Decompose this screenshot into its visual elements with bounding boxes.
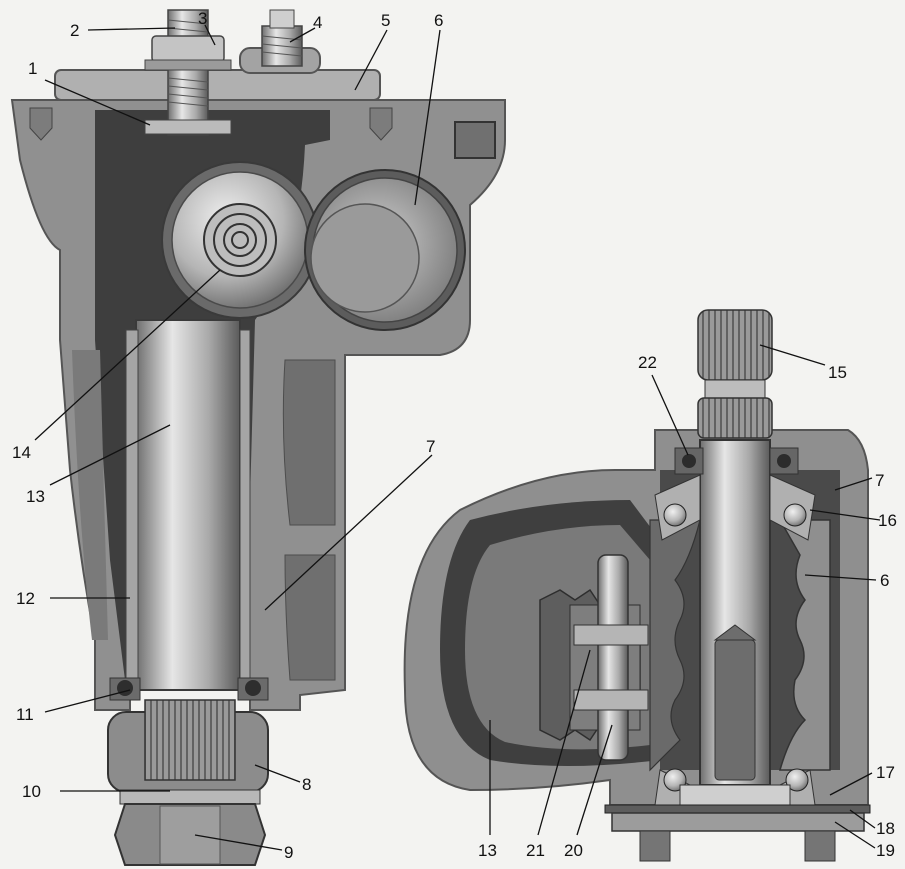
leader-lines: [34, 24, 881, 851]
upper-seal-ring-left: [682, 454, 696, 468]
leader-14: [34, 269, 221, 441]
callout-5: 5: [381, 11, 390, 30]
callout-19: 19: [876, 841, 895, 860]
callout-2: 2: [70, 21, 79, 40]
upper-seal-ring-right: [777, 454, 791, 468]
upper-ball-right: [783, 503, 807, 527]
leader-7b: [834, 477, 873, 491]
upper-seal-left: [674, 447, 704, 475]
callout-17: 17: [876, 763, 895, 782]
leader-8: [254, 764, 301, 783]
leader-6a: [414, 29, 441, 206]
output-splines: [144, 699, 236, 781]
sector-hub-3: [223, 223, 257, 257]
callout-9: 9: [284, 843, 293, 862]
bottom-cover: [611, 812, 865, 832]
callout-13a: 13: [26, 487, 45, 506]
leader-9: [194, 834, 283, 851]
input-shaft-bore: [714, 639, 756, 781]
sector-shaft: [135, 319, 241, 691]
bottom-bolt-right: [804, 830, 836, 862]
input-collar: [704, 379, 766, 399]
bottom-shim: [604, 804, 871, 814]
callout-7b: 7: [875, 471, 884, 490]
input-shaft-bore-tip: [713, 624, 757, 641]
left-wall-shade: [72, 350, 108, 640]
callout-14: 14: [12, 443, 31, 462]
callout-6b: 6: [880, 571, 889, 590]
bottom-bolt-left: [639, 830, 671, 862]
leader-19: [834, 821, 876, 849]
leader-15: [759, 344, 826, 366]
bottom-adjuster: [679, 784, 791, 806]
callout-6a: 6: [434, 11, 443, 30]
callout-22: 22: [638, 353, 657, 372]
side-plug: [454, 121, 496, 159]
leader-6b: [804, 574, 877, 581]
callout-1: 1: [28, 59, 37, 78]
worm-body: [778, 519, 831, 771]
callout-18: 18: [876, 819, 895, 838]
upper-ball-left: [663, 503, 687, 527]
leader-3: [204, 24, 216, 46]
callout-8: 8: [302, 775, 311, 794]
seal-ring-left: [117, 680, 133, 696]
cover-bolt-right: [369, 107, 393, 141]
input-splines-lower: [697, 397, 773, 439]
leader-13a: [49, 424, 171, 486]
leader-11: [44, 689, 131, 713]
shaft-left-bushing: [125, 329, 139, 681]
thrust-washer: [144, 119, 232, 135]
leader-21: [537, 649, 591, 836]
filler-plug-head: [269, 9, 295, 29]
leader-4: [289, 27, 316, 43]
left-pocket-upper: [282, 359, 336, 526]
shaft-right-bushing: [239, 329, 251, 681]
top-cover: [54, 69, 381, 101]
left-pocket-lower: [284, 554, 336, 681]
leader-5: [354, 29, 388, 91]
callout-7a: 7: [426, 437, 435, 456]
sector-hub-2: [213, 213, 267, 267]
lock-washer: [119, 789, 261, 805]
right-section-view: [403, 309, 871, 862]
seal-ring-right: [245, 680, 261, 696]
leader-1: [44, 79, 151, 126]
leader-22: [651, 374, 689, 456]
roller-axle: [597, 554, 629, 761]
leader-17: [829, 772, 873, 796]
leader-16: [809, 509, 881, 521]
locknut: [151, 35, 225, 63]
callout-10: 10: [22, 782, 41, 801]
left-section-view: [10, 9, 506, 866]
callout-4: 4: [313, 13, 322, 32]
callout-11: 11: [16, 705, 34, 724]
leader-2: [87, 27, 176, 31]
sector-hub-4: [231, 231, 249, 249]
leader-7a: [264, 454, 433, 611]
lower-ball-right: [785, 768, 809, 792]
nut-face: [159, 805, 221, 865]
callout-12: 12: [16, 589, 35, 608]
callout-15: 15: [828, 363, 847, 382]
callout-21: 21: [526, 841, 545, 860]
leader-18: [849, 809, 876, 829]
roller-bearing-top: [573, 624, 649, 646]
callout-3: 3: [198, 9, 207, 28]
washer-top: [144, 59, 232, 71]
callout-16: 16: [878, 511, 897, 530]
roller-bearing-bottom: [573, 689, 649, 711]
worm-body-left: [649, 519, 701, 772]
callout-labels: 1 2 3 4 5 6 7 8 9 10 11 12 13 14 15 22 7…: [12, 9, 897, 862]
leader-20: [576, 724, 613, 836]
callout-13b: 13: [478, 841, 497, 860]
adjusting-screw-thread: [167, 19, 209, 107]
roller-center: [310, 203, 420, 313]
callout-20: 20: [564, 841, 583, 860]
cover-bolt-left: [29, 107, 53, 141]
